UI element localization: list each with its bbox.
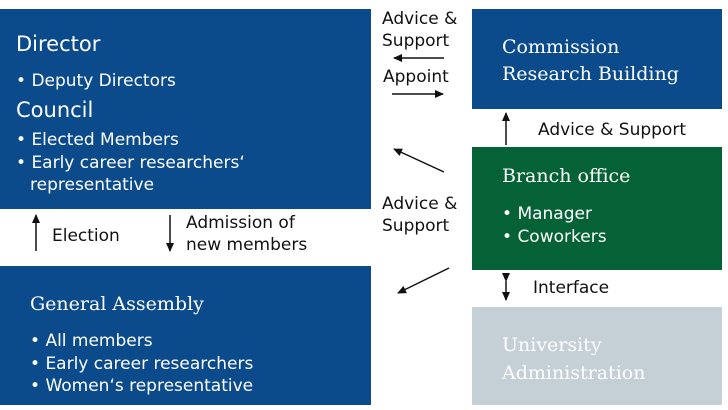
branch-office-items: Manager Coworkers: [502, 203, 712, 248]
commission-box: Commission Research Building: [472, 9, 722, 109]
list-item: Elected Members: [16, 129, 316, 152]
director-council-box: Director Deputy Directors Council Electe…: [0, 9, 371, 209]
election-label: Election: [52, 226, 120, 246]
branch-to-assembly-arrow: [397, 267, 450, 294]
general-assembly-title: General Assembly: [30, 293, 204, 315]
list-item: Deputy Directors: [16, 70, 356, 93]
list-item: Manager: [502, 203, 712, 226]
council-items: Elected Members Early career researchers…: [16, 129, 316, 197]
list-item: Early career researchers: [30, 353, 350, 376]
commission-title-line1: Commission: [502, 36, 620, 58]
university-administration-box: University Administration: [472, 307, 722, 405]
director-title: Director: [16, 32, 101, 56]
university-title-line2: Administration: [502, 362, 646, 384]
branch-office-box: Branch office Manager Coworkers: [472, 147, 722, 270]
advice-support-top-label-line1: Advice &: [382, 9, 458, 29]
interface-label: Interface: [533, 278, 610, 298]
admission-label-line2: new members: [186, 235, 308, 255]
advice-support-right-label: Advice & Support: [538, 120, 686, 140]
branch-to-director-arrow: [393, 148, 445, 173]
general-assembly-items: All members Early career researchers Wom…: [30, 330, 350, 398]
university-title-line1: University: [502, 334, 602, 356]
branch-office-title: Branch office: [502, 165, 631, 187]
commission-title-line2: Research Building: [502, 63, 679, 85]
advice-support-mid-label-line1: Advice &: [382, 194, 458, 214]
council-title: Council: [16, 98, 94, 122]
appoint-label: Appoint: [383, 67, 449, 87]
list-item: Coworkers: [502, 226, 712, 249]
director-items: Deputy Directors: [16, 70, 356, 93]
list-item: All members: [30, 330, 350, 353]
list-item: Early career researchers‘ representative: [16, 152, 316, 197]
advice-support-mid-label-line2: Support: [382, 216, 450, 236]
admission-label-line1: Admission of: [186, 213, 295, 233]
list-item: Women‘s representative: [30, 375, 350, 398]
advice-support-top-label-line2: Support: [382, 31, 450, 51]
general-assembly-box: General Assembly All members Early caree…: [0, 266, 371, 405]
